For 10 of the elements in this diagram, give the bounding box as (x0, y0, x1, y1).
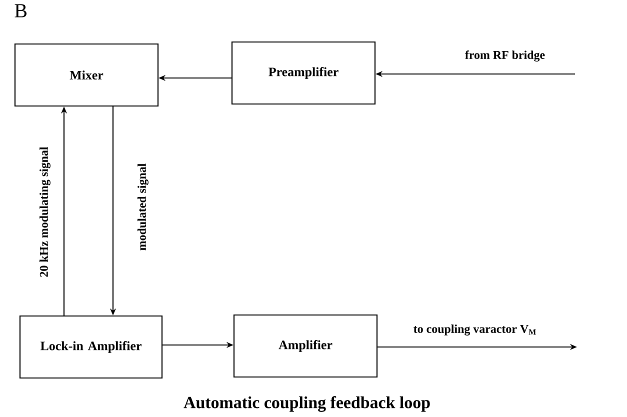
process-box: Lock-in Amplifier (19, 315, 163, 379)
panel-letter: B (14, 4, 26, 18)
edge-label: 20 kHz modulating signal (38, 146, 52, 278)
process-box: Preamplifier (231, 41, 376, 105)
edge-label: to coupling varactor V$_{M}$ (412, 324, 538, 336)
edge-label: modulated signal (136, 162, 150, 252)
process-box: Amplifier (233, 314, 378, 378)
caption: Automatic coupling feedback loop (184, 396, 430, 412)
edge-label: from RF bridge (464, 49, 546, 63)
process-box: Mixer (14, 43, 159, 107)
